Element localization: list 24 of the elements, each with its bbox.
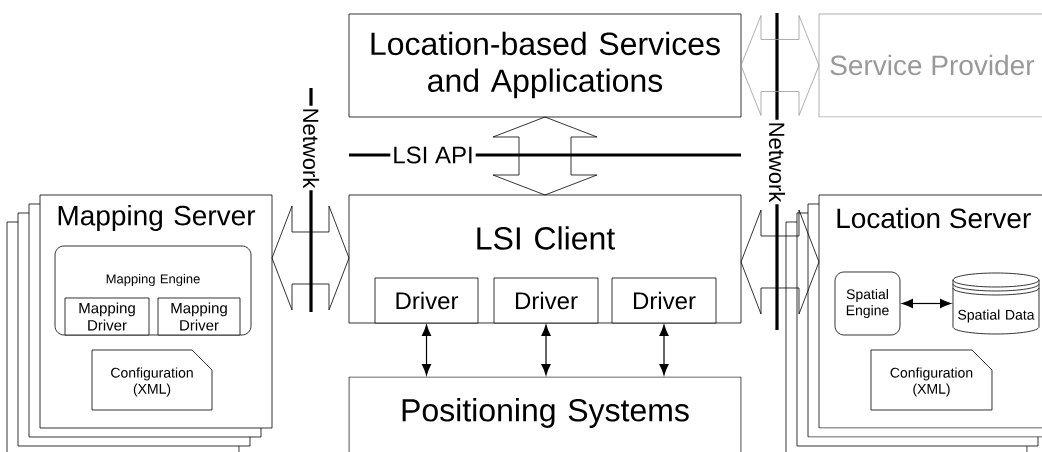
arrow xyxy=(541,324,551,376)
driver-box: Driver xyxy=(611,277,717,324)
driver-box: Driver xyxy=(374,277,479,324)
database-cylinder: Spatial Data xyxy=(952,272,1040,335)
network-label: Network xyxy=(766,119,788,205)
provider-box: Service Provider xyxy=(818,13,1042,118)
driver-box: Mapping Driver xyxy=(64,297,150,336)
network-label: Network xyxy=(300,105,322,191)
driver-box: Mapping Driver xyxy=(157,297,241,336)
block-arrow xyxy=(740,209,820,315)
arrow xyxy=(659,324,669,376)
node-label: Spatial Data xyxy=(958,309,1035,323)
driver-box: Driver xyxy=(493,277,599,324)
block-arrow xyxy=(492,116,598,196)
config-document: Configuration (XML) xyxy=(91,349,213,411)
arrow xyxy=(421,324,432,376)
block-arrow xyxy=(271,205,350,311)
api-label: LSI API xyxy=(390,144,476,166)
positioning-box: Positioning Systems xyxy=(348,376,742,452)
arrow xyxy=(901,298,952,309)
block-arrow xyxy=(740,15,820,116)
engine-box: Spatial Engine xyxy=(834,271,901,336)
service-box: Location-based Services and Applications xyxy=(348,13,742,118)
config-document: Configuration (XML) xyxy=(870,349,993,411)
